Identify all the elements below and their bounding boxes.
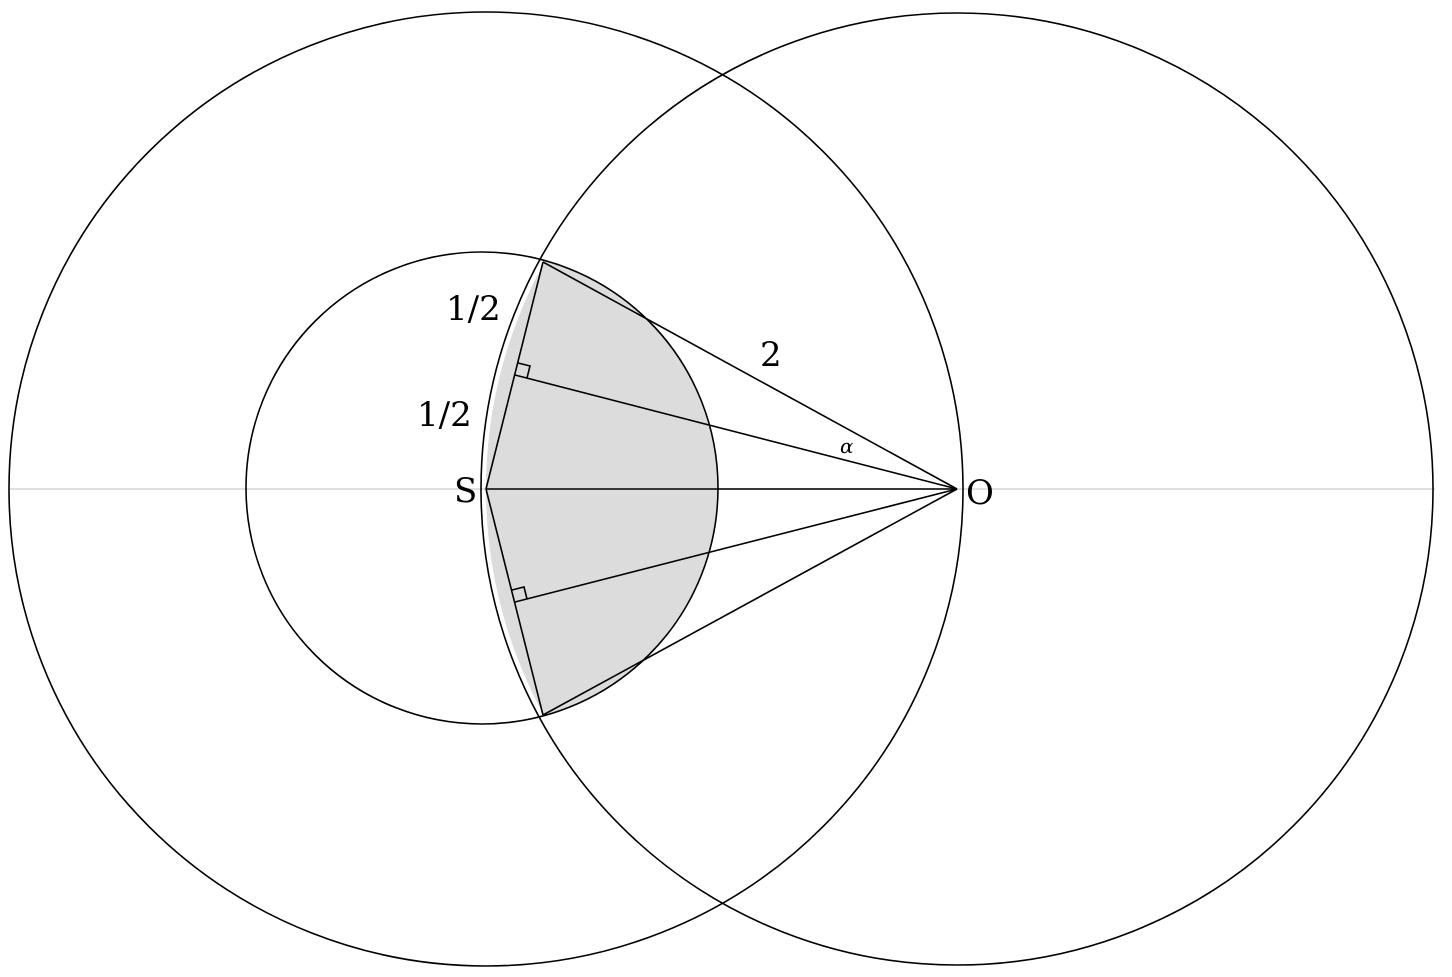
right-angle-mark-lower: [511, 586, 528, 600]
label-half-lower: 1/2: [417, 395, 472, 435]
segment-p1-o: [542, 261, 958, 490]
segment-p2-o: [542, 488, 958, 716]
segment-s-p2: [485, 488, 544, 716]
perpendicular-lower: [514, 488, 958, 603]
segment-s-p1: [485, 261, 544, 490]
large-circle-right: [480, 12, 1434, 966]
label-alpha: α: [840, 434, 854, 458]
large-circle-left: [8, 11, 964, 967]
shaded-lens-region: [486, 252, 718, 724]
right-angle-mark-upper: [517, 362, 531, 379]
label-two: 2: [760, 335, 782, 375]
small-circle: [245, 251, 719, 725]
label-half-upper: 1/2: [446, 289, 501, 329]
point-label-s: S: [454, 471, 477, 511]
point-label-o: O: [966, 473, 994, 513]
perpendicular-upper: [514, 374, 958, 490]
